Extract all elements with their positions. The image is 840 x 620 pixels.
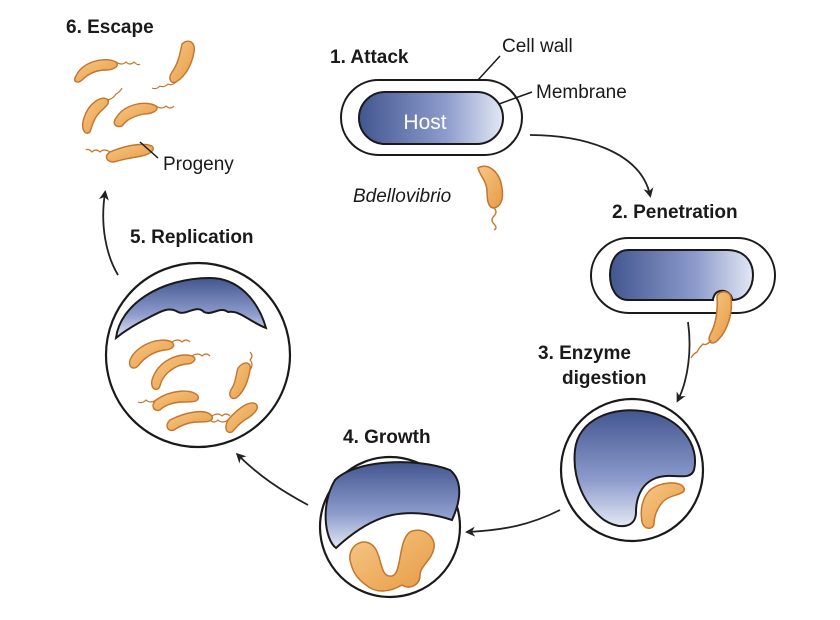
stage-replication xyxy=(104,261,292,449)
replication-host-remnant xyxy=(114,276,268,341)
arrow-growth-to-replication xyxy=(235,452,309,506)
arrow-penetration-to-digestion xyxy=(676,321,691,403)
bdellovibrio-cell xyxy=(477,165,504,209)
growth-host xyxy=(324,461,461,550)
arrow-attack-to-penetration xyxy=(529,134,654,198)
progeny-cell xyxy=(169,40,196,84)
stage-growth xyxy=(318,455,462,599)
membrane-leader xyxy=(498,91,533,105)
penetration-host xyxy=(608,249,755,302)
digestion-host xyxy=(573,409,697,528)
step-digestion-label-line2: digestion xyxy=(562,368,646,389)
bdellovibrio-flagellum xyxy=(491,207,497,231)
replication-progeny xyxy=(128,339,258,434)
progeny-cell xyxy=(152,390,199,412)
arrow-digestion-to-growth xyxy=(465,509,561,537)
progeny-cell xyxy=(166,410,213,432)
host-label: Host xyxy=(403,111,446,134)
bdellovibrio-label: Bdellovibrio xyxy=(353,186,451,207)
arrow-replication-to-escape xyxy=(98,190,119,276)
progeny-cell xyxy=(113,102,158,128)
step-growth-label: 4. Growth xyxy=(343,427,431,448)
penetration-flagellum xyxy=(690,339,712,359)
escaped-progeny xyxy=(73,40,196,163)
step-escape-label: 6. Escape xyxy=(66,17,154,38)
progeny-cell xyxy=(81,97,110,134)
growth-filament xyxy=(349,529,435,592)
progeny-cell xyxy=(150,354,196,391)
labels: 1. Attack 2. Penetration 3. Enzyme diges… xyxy=(66,17,738,448)
stage-attack: Host xyxy=(340,55,533,231)
progeny-cell xyxy=(73,58,118,83)
step-digestion-label-line1: 3. Enzyme xyxy=(538,343,631,364)
progeny-cell xyxy=(105,143,154,163)
cell-wall-leader xyxy=(477,55,501,81)
step-replication-label: 5. Replication xyxy=(130,227,254,248)
escaped-flagella xyxy=(85,61,177,153)
progeny-cell xyxy=(128,339,175,369)
digestion-bdellovibrio xyxy=(640,482,685,529)
stage-penetration xyxy=(590,237,776,359)
step-attack-label: 1. Attack xyxy=(330,47,409,68)
host-membrane xyxy=(358,91,504,145)
progeny-cell xyxy=(229,362,252,400)
cell-wall-label: Cell wall xyxy=(502,36,573,57)
cycle-arrows xyxy=(98,134,691,537)
progeny-label: Progeny xyxy=(163,154,234,175)
stage-escape xyxy=(73,40,196,163)
step-penetration-label: 2. Penetration xyxy=(612,202,738,223)
progeny-leader xyxy=(139,141,159,159)
stage-enzyme-digestion xyxy=(559,397,705,543)
progeny-cell xyxy=(225,402,258,434)
membrane-label: Membrane xyxy=(536,82,627,103)
penetrating-bdellovibrio xyxy=(708,291,733,344)
replication-flagella xyxy=(137,339,253,423)
